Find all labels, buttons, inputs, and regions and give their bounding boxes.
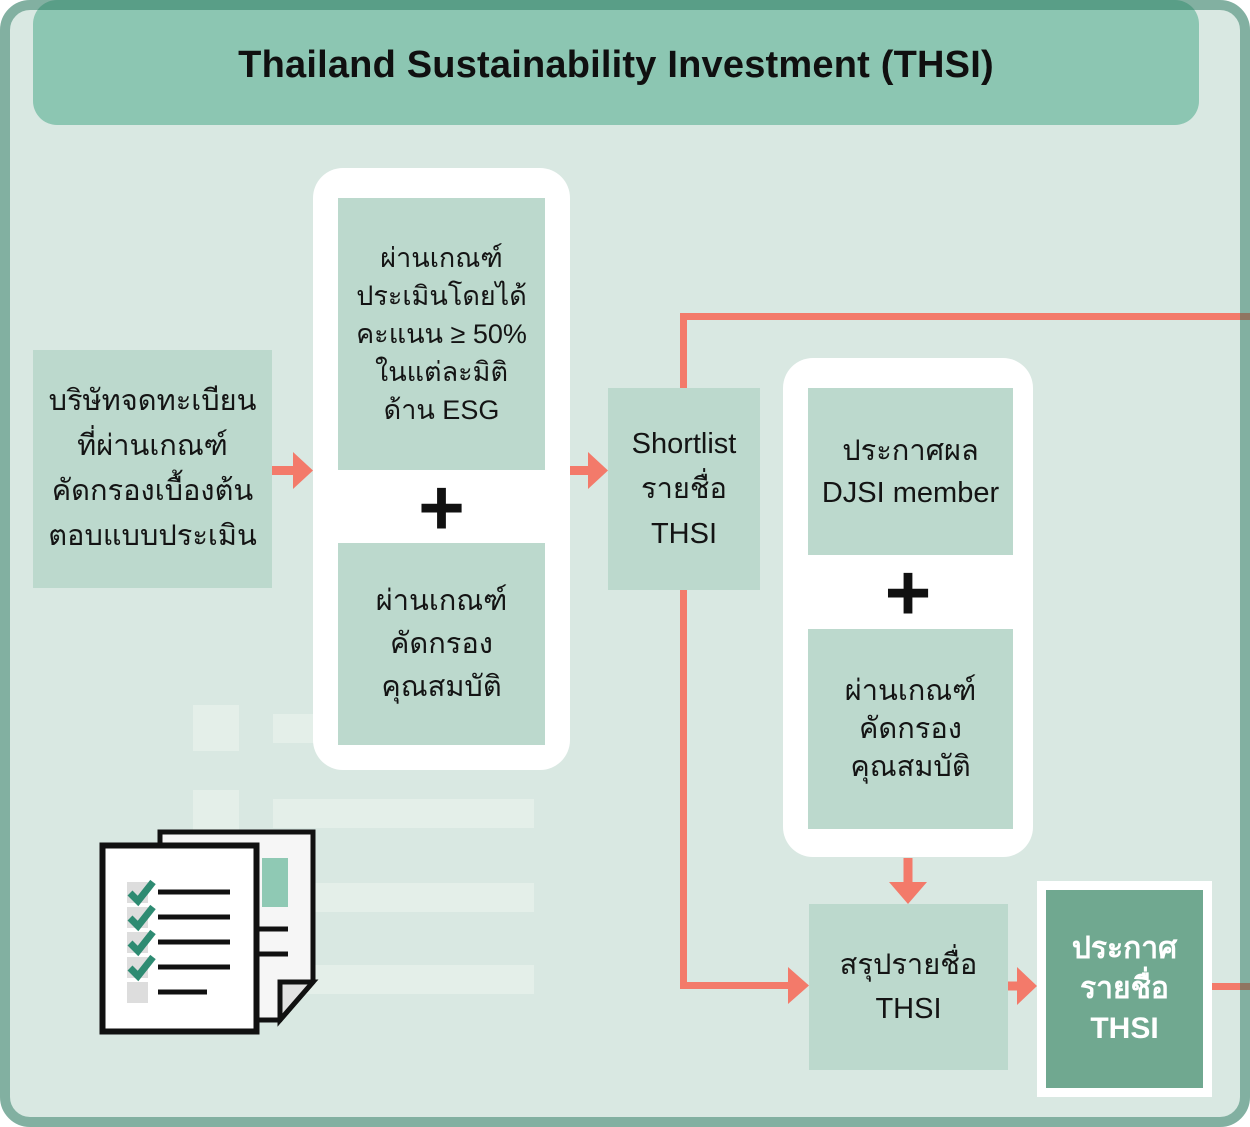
box-text-line: สรุปรายชื่อ xyxy=(839,949,978,981)
box-text-line: คัดกรองเบื้องต้น xyxy=(51,475,254,507)
box-text-line: Shortlist xyxy=(631,427,737,460)
box-text-line: คุณสมบัติ xyxy=(381,670,502,703)
box-text-line: ที่ผ่านเกณฑ์ xyxy=(77,430,228,462)
arrowhead-icon xyxy=(788,967,809,1004)
arrowhead-icon xyxy=(889,882,927,904)
box-summary-thsi-list: สรุปรายชื่อ THSI xyxy=(809,904,1008,1070)
box-text-line: คัดกรอง xyxy=(859,713,962,745)
checklist-document-illustration xyxy=(99,829,319,1035)
box-text-line: DJSI member xyxy=(821,476,1000,509)
decor-square xyxy=(193,705,239,751)
box-announce-thsi-list: ประกาศ รายชื่อ THSI xyxy=(1037,881,1212,1097)
checkmark-icon xyxy=(127,879,156,982)
decor-bar xyxy=(273,799,534,828)
box-text-line: THSI xyxy=(1090,1012,1159,1045)
page-title: Thailand Sustainability Investment (THSI… xyxy=(238,44,994,86)
box-esg-score-criteria: ผ่านเกณฑ์ ประเมินโดยได้ คะแนน ≥ 50% ในแต… xyxy=(338,198,545,470)
box-text-line: THSI xyxy=(875,993,942,1025)
box-text-line: ผ่านเกณฑ์ xyxy=(844,675,977,707)
box-text-line: บริษัทจดทะเบียน xyxy=(48,385,257,417)
back-page-image-placeholder xyxy=(262,858,288,907)
box-text-line: ประกาศ xyxy=(1071,932,1178,965)
box-text-line: ด้าน ESG xyxy=(383,395,500,425)
line-shortlist-to-top-right xyxy=(680,313,1250,389)
box-shortlist-thsi: Shortlist รายชื่อ THSI xyxy=(608,388,760,590)
plus-sign: + xyxy=(418,463,465,552)
checklist-text-lines xyxy=(158,889,230,995)
box-listed-companies: บริษัทจดทะเบียน ที่ผ่านเกณฑ์ คัดกรองเบื้… xyxy=(33,350,272,588)
box-text-line: ในแต่ละมิติ xyxy=(375,357,508,387)
decor-bar xyxy=(273,883,534,912)
header-banner: Thailand Sustainability Investment (THSI… xyxy=(33,0,1199,125)
box-qualification-criteria: ผ่านเกณฑ์ คัดกรอง คุณสมบัติ xyxy=(338,543,545,745)
box-text-line: THSI xyxy=(650,517,718,550)
box-text-line: รายชื่อ xyxy=(1080,972,1169,1005)
box-qualification-criteria-right: ผ่านเกณฑ์ คัดกรอง คุณสมบัติ xyxy=(808,629,1013,829)
box-text-line: คะแนน ≥ 50% xyxy=(356,319,527,349)
box-djsi-member: ประกาศผล DJSI member xyxy=(808,388,1013,555)
folded-corner xyxy=(277,979,319,1027)
front-page xyxy=(99,842,260,1035)
plus-sign: + xyxy=(884,548,932,637)
box-text-line: คุณสมบัติ xyxy=(850,751,971,783)
arrowhead-icon xyxy=(293,452,313,489)
box-text-line: ผ่านเกณฑ์ xyxy=(375,584,508,617)
box-text-line: ผ่านเกณฑ์ xyxy=(380,243,503,273)
box-text-line: ประเมินโดยได้ xyxy=(356,281,527,311)
box-text-line: ประกาศผล xyxy=(842,434,979,467)
decor-square xyxy=(193,790,239,836)
box-text-line: คัดกรอง xyxy=(390,627,493,660)
arrowhead-icon xyxy=(588,452,608,489)
box-text-line: ตอบแบบประเมิน xyxy=(48,520,257,552)
line-shortlist-to-summary xyxy=(680,589,791,989)
box-text-line: รายชื่อ xyxy=(641,472,727,505)
arrowhead-icon xyxy=(1017,967,1037,1005)
